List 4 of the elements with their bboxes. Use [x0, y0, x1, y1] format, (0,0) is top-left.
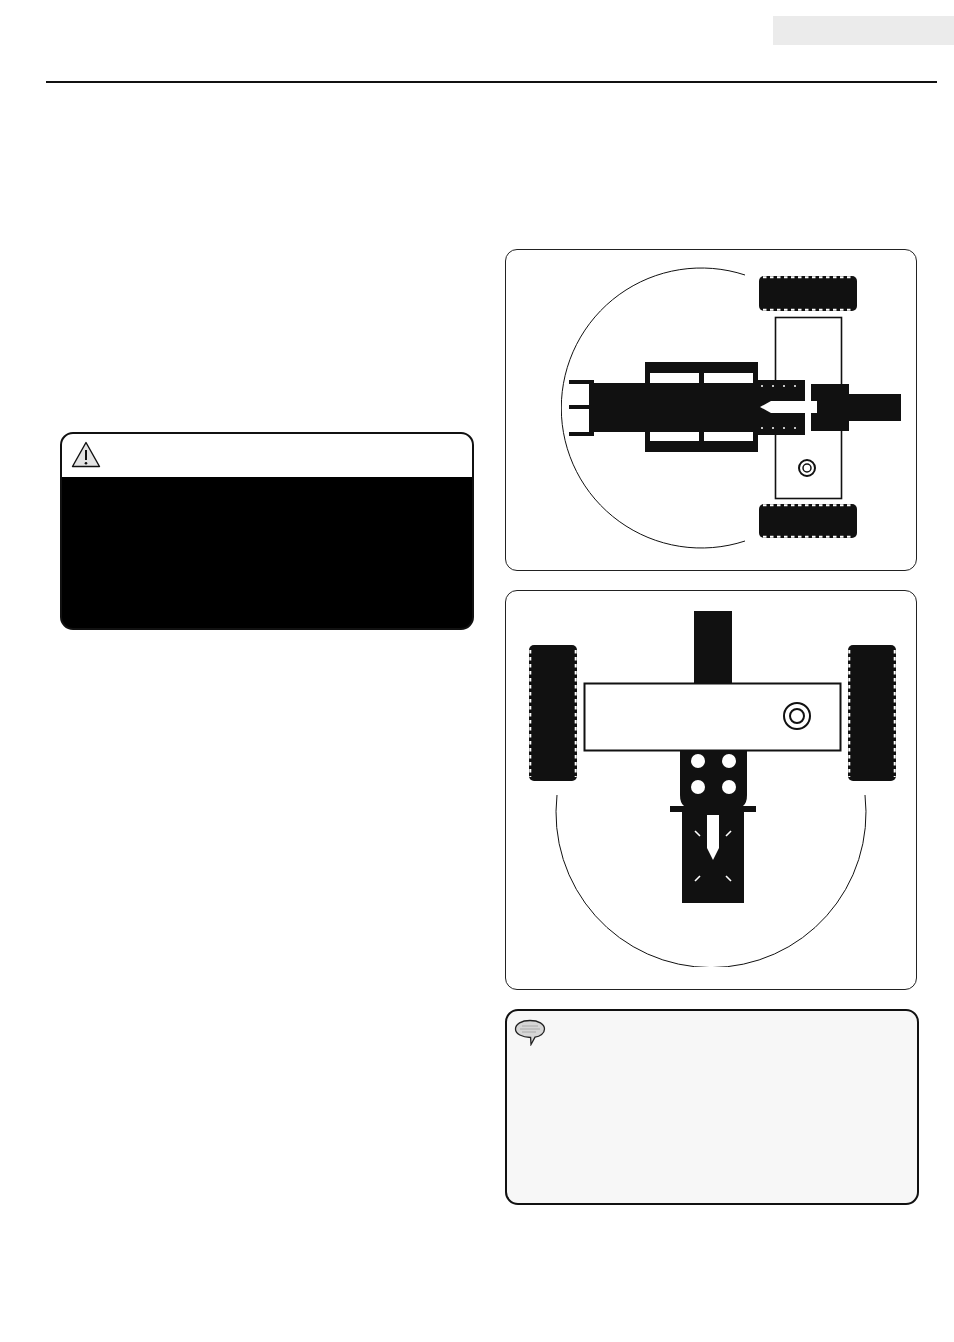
note-panel	[505, 1009, 919, 1205]
illustration-panel	[505, 590, 917, 990]
illustration-panel	[505, 249, 917, 571]
warning-panel	[60, 432, 474, 630]
